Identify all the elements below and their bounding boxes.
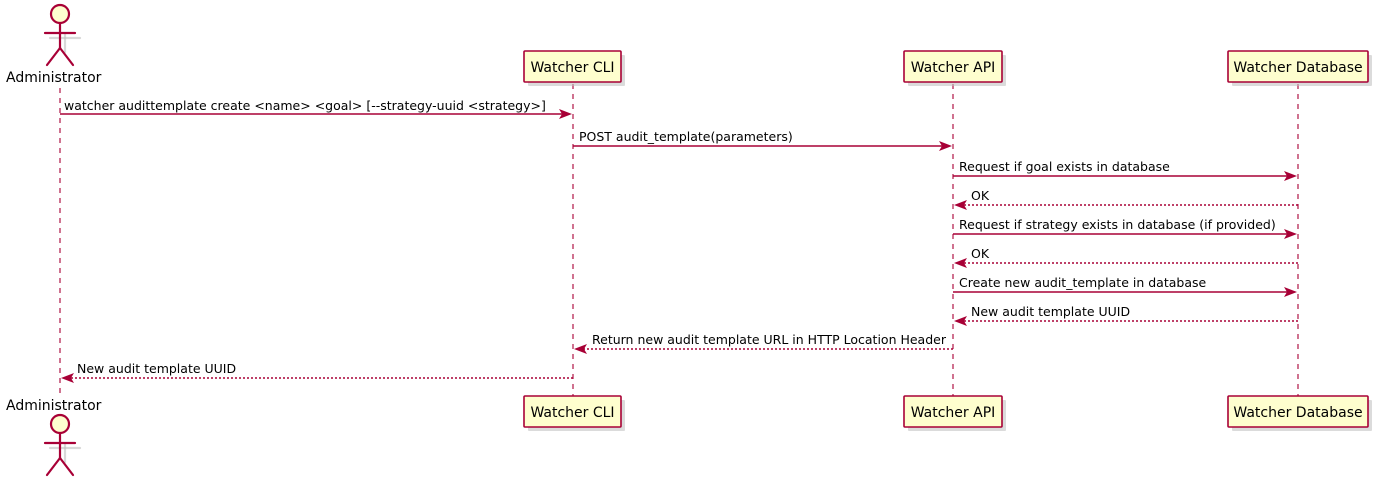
- message-2-label: POST audit_template(parameters): [579, 129, 793, 144]
- actor-head-icon-top: [49, 3, 71, 25]
- participant-box-cli-bottom[interactable]: [523, 395, 622, 428]
- message-4-label: OK: [971, 188, 990, 203]
- message-9-label: Return new audit template URL in HTTP Lo…: [592, 332, 947, 347]
- actor-leg-left-top: [45, 46, 62, 67]
- message-6-arrowhead: [954, 258, 967, 268]
- message-1-arrowhead: [559, 109, 572, 119]
- message-10-arrowhead: [61, 373, 74, 383]
- participant-watcher-database-top[interactable]: Watcher Database: [1227, 50, 1372, 86]
- actor-label-administrator-bottom: Administrator: [6, 398, 102, 414]
- message-5-arrowhead: [1284, 229, 1297, 239]
- participant-watcher-api-top[interactable]: Watcher API: [903, 50, 1006, 86]
- participant-label-api-bottom: Watcher API: [911, 405, 996, 421]
- message-8-arrowhead: [954, 316, 967, 326]
- message-1[interactable]: watcher audittemplate create <name> <goa…: [60, 98, 572, 119]
- message-3-arrowhead: [1284, 171, 1297, 181]
- participant-watcher-database-bottom[interactable]: Watcher Database: [1227, 395, 1372, 431]
- message-1-label: watcher audittemplate create <name> <goa…: [64, 98, 546, 113]
- message-6[interactable]: OK: [954, 246, 1298, 268]
- message-10[interactable]: New audit template UUID: [61, 361, 573, 383]
- actor-shadow-top: [48, 32, 82, 54]
- message-7[interactable]: Create new audit_template in database: [953, 275, 1297, 297]
- lifelines-group: [59, 84, 1299, 396]
- participant-box-api-top[interactable]: [903, 50, 1003, 83]
- message-5-label: Request if strategy exists in database (…: [959, 217, 1276, 232]
- message-2[interactable]: POST audit_template(parameters): [573, 129, 952, 151]
- message-7-label: Create new audit_template in database: [959, 275, 1206, 290]
- actor-shadow-bottom: [48, 442, 82, 464]
- actor-leg-right-bottom: [58, 456, 75, 477]
- message-8-label: New audit template UUID: [971, 304, 1130, 319]
- participant-box-db-bottom[interactable]: [1227, 395, 1369, 428]
- message-8[interactable]: New audit template UUID: [954, 304, 1298, 326]
- participant-box-api-bottom[interactable]: [903, 395, 1003, 428]
- message-10-label: New audit template UUID: [77, 361, 236, 376]
- actor-administrator-bottom[interactable]: Administrator: [6, 398, 102, 477]
- message-9-arrowhead: [574, 344, 587, 354]
- actor-administrator-top[interactable]: Administrator: [6, 3, 102, 86]
- message-7-arrowhead: [1284, 287, 1297, 297]
- message-2-arrowhead: [939, 141, 952, 151]
- participant-label-cli-top: Watcher CLI: [530, 60, 614, 76]
- message-3[interactable]: Request if goal exists in database: [953, 159, 1297, 181]
- message-4[interactable]: OK: [954, 188, 1298, 210]
- message-6-label: OK: [971, 246, 990, 261]
- participant-label-db-bottom: Watcher Database: [1233, 405, 1362, 421]
- actor-head-icon-bottom: [49, 413, 71, 435]
- message-9[interactable]: Return new audit template URL in HTTP Lo…: [574, 332, 953, 354]
- actor-leg-right-top: [58, 46, 75, 67]
- actor-leg-left-bottom: [45, 456, 62, 477]
- participant-watcher-api-bottom[interactable]: Watcher API: [903, 395, 1006, 431]
- message-3-label: Request if goal exists in database: [959, 159, 1170, 174]
- participant-label-api-top: Watcher API: [911, 60, 996, 76]
- message-5[interactable]: Request if strategy exists in database (…: [953, 217, 1297, 239]
- participant-label-db-top: Watcher Database: [1233, 60, 1362, 76]
- participant-label-cli-bottom: Watcher CLI: [530, 405, 614, 421]
- participant-box-cli-top[interactable]: [523, 50, 622, 83]
- participant-box-db-top[interactable]: [1227, 50, 1369, 83]
- participant-watcher-cli-top[interactable]: Watcher CLI: [523, 50, 625, 86]
- actor-label-administrator-top: Administrator: [6, 70, 102, 86]
- participant-watcher-cli-bottom[interactable]: Watcher CLI: [523, 395, 625, 431]
- message-4-arrowhead: [954, 200, 967, 210]
